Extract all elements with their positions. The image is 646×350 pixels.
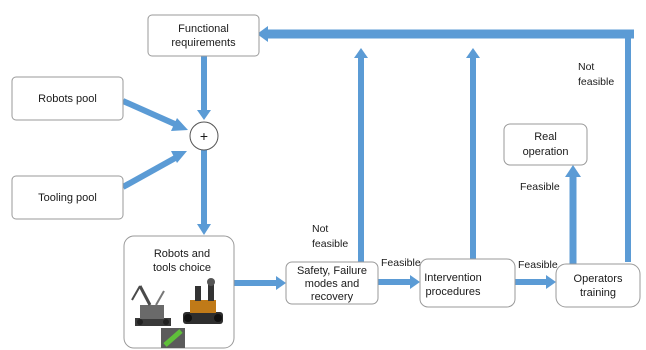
node-label: Robots pool bbox=[38, 93, 97, 105]
arrowhead bbox=[171, 118, 188, 131]
arrowhead bbox=[197, 110, 211, 120]
arrowhead bbox=[257, 26, 268, 42]
arrowhead bbox=[276, 276, 286, 290]
node-label-line: Functional bbox=[178, 23, 229, 35]
arrow-robots-to-combine bbox=[121, 98, 179, 128]
node-robots-tools-choice: Robots and tools choice bbox=[123, 235, 235, 349]
arrow-tooling-to-combine bbox=[121, 154, 179, 190]
arrowhead bbox=[410, 275, 420, 289]
label-not-feasible-training-line: Not bbox=[578, 61, 594, 73]
label-not-feasible-training-line: feasible bbox=[578, 76, 614, 88]
node-label-line: modes and bbox=[305, 278, 359, 290]
arrowhead bbox=[466, 48, 480, 58]
node-label-line: Robots and bbox=[154, 248, 210, 260]
gripper-tool-icon bbox=[161, 328, 185, 348]
node-label-line: training bbox=[580, 287, 616, 299]
arrowhead bbox=[354, 48, 368, 58]
node-tooling-pool: Tooling pool bbox=[11, 175, 124, 220]
node-functional-requirements: Functional requirements bbox=[147, 14, 260, 57]
node-label-line: Safety, Failure bbox=[297, 265, 367, 277]
node-label-line: Intervention bbox=[424, 272, 481, 284]
robot-photo-icon bbox=[131, 285, 171, 326]
node-label-line: Operators bbox=[574, 273, 623, 285]
arrowhead bbox=[197, 224, 211, 235]
arrowhead bbox=[171, 151, 187, 163]
node-label: Tooling pool bbox=[38, 192, 97, 204]
arrows bbox=[121, 26, 634, 290]
robot-tracked-icon bbox=[183, 278, 223, 324]
label-feasible-intervention-training: Feasible bbox=[518, 259, 558, 271]
node-label-line: recovery bbox=[311, 291, 354, 303]
node-label-line: operation bbox=[523, 146, 569, 158]
arrowhead bbox=[565, 165, 581, 177]
node-intervention: Intervention procedures bbox=[419, 258, 516, 308]
label-not-feasible-safety-line: feasible bbox=[312, 238, 348, 250]
arrowhead bbox=[546, 275, 556, 289]
label-feasible-training-real: Feasible bbox=[520, 181, 560, 193]
node-label-line: procedures bbox=[425, 286, 481, 298]
combine-symbol: + bbox=[200, 128, 208, 144]
edge-labels: Not feasible Feasible Feasible Feasible … bbox=[312, 61, 614, 271]
node-combine: + bbox=[189, 121, 219, 151]
node-label-line: requirements bbox=[171, 37, 236, 49]
label-feasible-safety-intervention: Feasible bbox=[381, 257, 421, 269]
label-not-feasible-safety-line: Not bbox=[312, 223, 328, 235]
node-label-line: Real bbox=[534, 131, 557, 143]
node-label-line: tools choice bbox=[153, 262, 211, 274]
node-real-operation: Real operation bbox=[503, 123, 588, 166]
node-operators-training: Operators training bbox=[555, 263, 641, 308]
node-robots-pool: Robots pool bbox=[11, 76, 124, 121]
node-safety: Safety, Failure modes and recovery bbox=[285, 261, 379, 305]
